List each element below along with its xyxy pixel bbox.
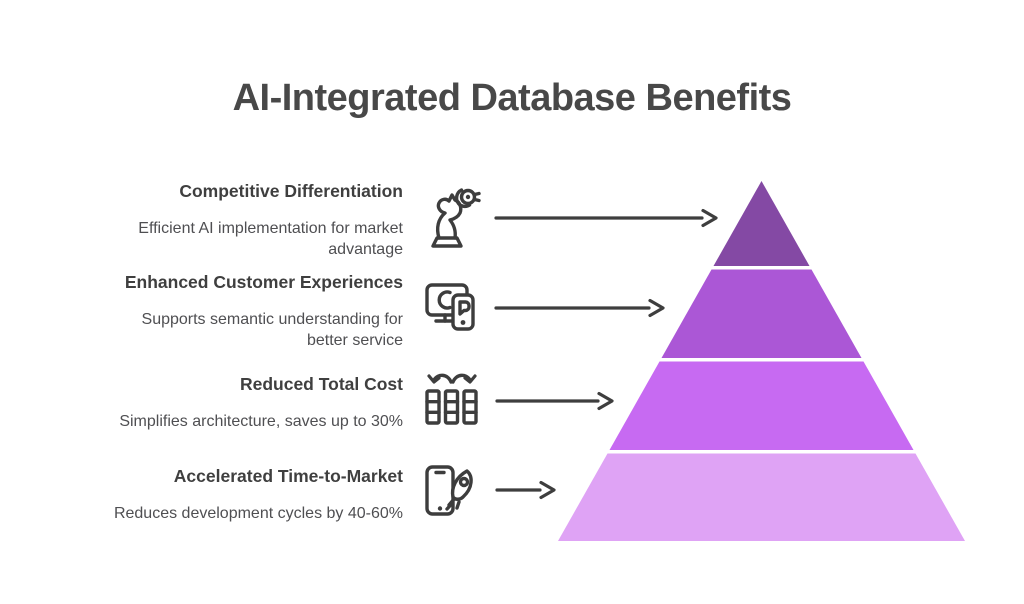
connector-arrow-1 xyxy=(494,208,718,228)
pyramid-level-1 xyxy=(713,181,810,266)
pyramid-level-4 xyxy=(558,453,965,541)
benefit-row-4: Accelerated Time-to-Market Reduces devel… xyxy=(97,465,403,524)
page-title: AI-Integrated Database Benefits xyxy=(232,77,792,120)
benefit-row-3: Reduced Total Cost Simplifies architectu… xyxy=(97,373,403,432)
connector-arrow-3 xyxy=(495,391,614,411)
benefit-description-1: Efficient AI implementation for market a… xyxy=(138,220,403,258)
benefit-row-1: Competitive Differentiation Efficient AI… xyxy=(97,180,403,260)
monitor-phone-icon xyxy=(425,283,479,337)
connector-arrow-4 xyxy=(495,480,556,500)
database-columns-sync-icon xyxy=(425,370,478,427)
benefit-description-4: Reduces development cycles by 40-60% xyxy=(113,505,403,522)
benefit-title-2: Enhanced Customer Experiences xyxy=(124,272,403,292)
benefit-description-2: Supports semantic understanding for bett… xyxy=(141,311,403,349)
benefit-title-1: Competitive Differentiation xyxy=(179,181,403,201)
benefit-title-4: Accelerated Time-to-Market xyxy=(173,466,403,486)
benefit-row-2: Enhanced Customer Experiences Supports s… xyxy=(97,271,403,351)
benefit-title-3: Reduced Total Cost xyxy=(239,374,403,394)
pyramid-level-3 xyxy=(609,361,914,450)
benefit-description-3: Simplifies architecture, saves up to 30% xyxy=(119,413,403,430)
chess-knight-gear-icon xyxy=(423,184,481,250)
pyramid-level-2 xyxy=(661,269,862,358)
connector-arrow-2 xyxy=(494,298,665,318)
phone-rocket-icon xyxy=(425,463,479,518)
